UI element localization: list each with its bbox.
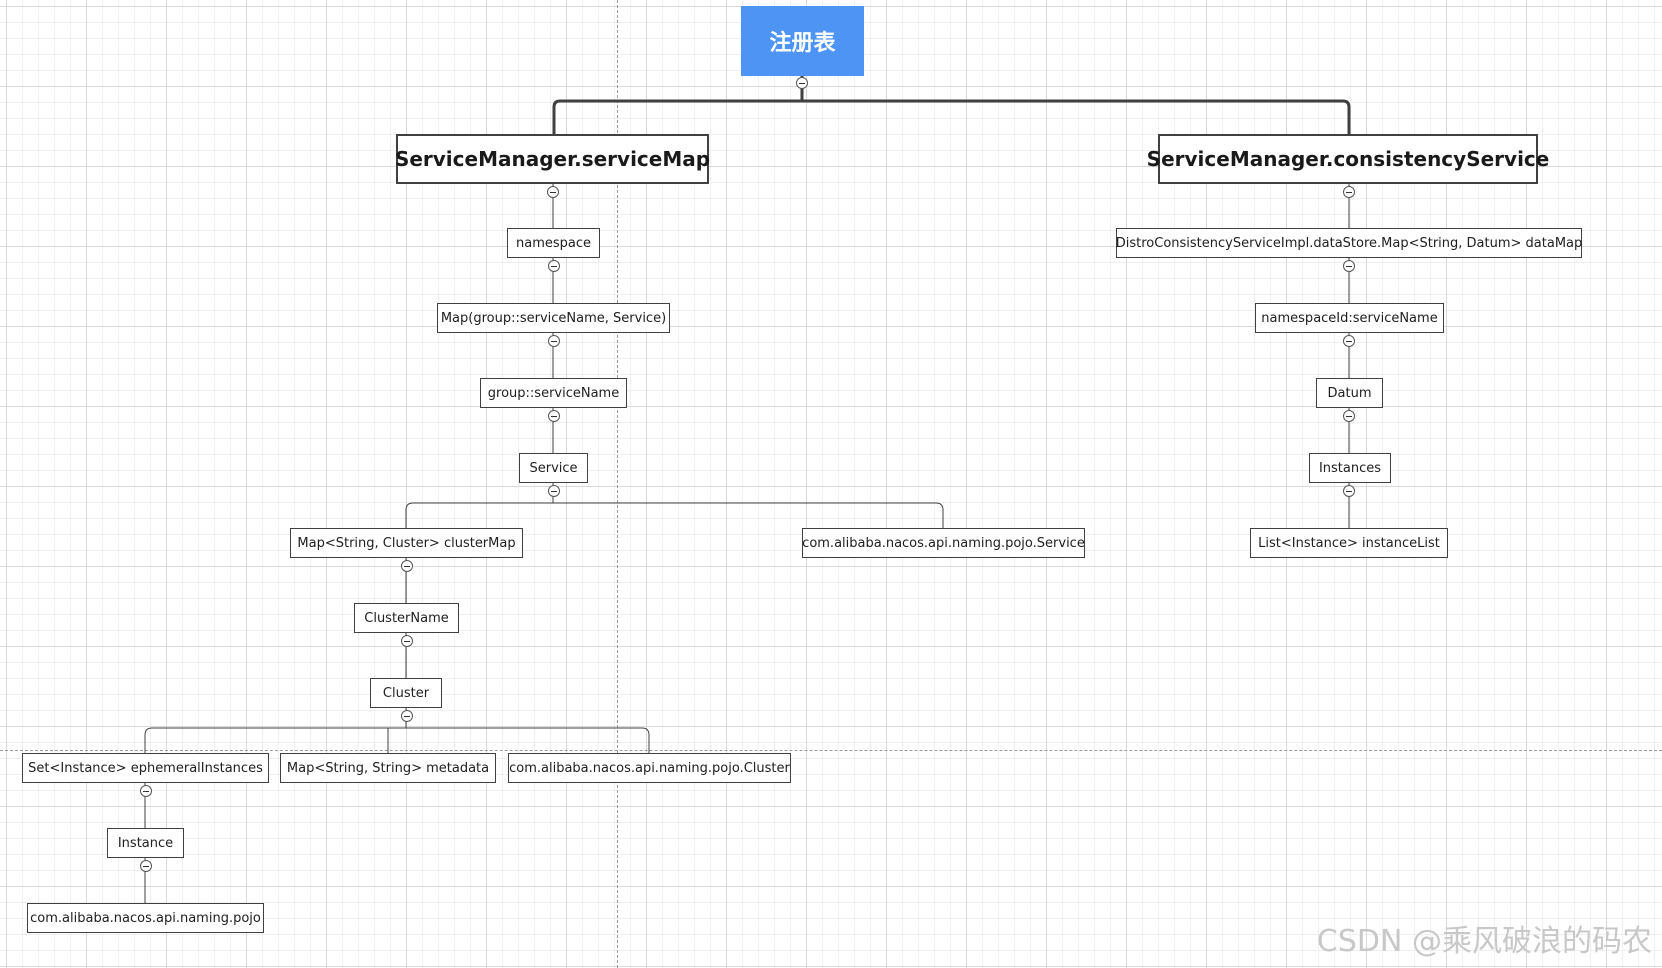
collapse-toggle-map-group[interactable] [548, 335, 560, 347]
watermark: CSDN @乘风破浪的码农 [1316, 924, 1652, 959]
datum-node[interactable]: Datum [1316, 378, 1383, 408]
namespace-node[interactable]: namespace [507, 228, 600, 258]
root-node[interactable]: 注册表 [741, 6, 864, 76]
page-break-horizontal [0, 750, 1662, 751]
ephemeral-instances-node[interactable]: Set<Instance> ephemeralInstances [22, 753, 269, 783]
pojo-node[interactable]: com.alibaba.nacos.api.naming.pojo [27, 903, 264, 933]
consistency-service-node[interactable]: ServiceManager.consistencyService [1147, 134, 1549, 184]
instance-node[interactable]: Instance [107, 828, 184, 858]
link-cluster-children [144, 708, 650, 753]
collapse-toggle-group-service-name[interactable] [548, 410, 560, 422]
collapse-toggle-cluster[interactable] [401, 710, 413, 722]
collapse-toggle-instance[interactable] [140, 860, 152, 872]
collapse-toggle-root[interactable] [796, 77, 808, 89]
collapse-toggle-instances[interactable] [1343, 485, 1355, 497]
group-service-name-node[interactable]: group::serviceName [480, 378, 627, 408]
collapse-toggle-datum[interactable] [1343, 410, 1355, 422]
cluster-map-node[interactable]: Map<String, Cluster> clusterMap [290, 528, 523, 558]
namespace-service-name-node[interactable]: namespaceId:serviceName [1255, 303, 1444, 333]
map-group-node[interactable]: Map(group::serviceName, Service) [437, 303, 670, 333]
root-link [552, 76, 1351, 134]
metadata-node[interactable]: Map<String, String> metadata [280, 753, 496, 783]
link-service-children [405, 483, 944, 528]
instance-list-node[interactable]: List<Instance> instanceList [1250, 528, 1448, 558]
collapse-toggle-cluster-name[interactable] [401, 635, 413, 647]
pojo-cluster-node[interactable]: com.alibaba.nacos.api.naming.pojo.Cluste… [508, 753, 791, 783]
collapse-toggle-ephemeral-instances[interactable] [140, 785, 152, 797]
cluster-node[interactable]: Cluster [370, 678, 442, 708]
collapse-toggle-namespace[interactable] [548, 260, 560, 272]
collapse-toggle-consistency-service[interactable] [1343, 186, 1355, 198]
pojo-service-node[interactable]: com.alibaba.nacos.api.naming.pojo.Servic… [802, 528, 1085, 558]
collapse-toggle-service[interactable] [548, 485, 560, 497]
instances-node[interactable]: Instances [1309, 453, 1391, 483]
collapse-toggle-namespace-service-name[interactable] [1343, 335, 1355, 347]
service-map-node[interactable]: ServiceManager.serviceMap [395, 134, 710, 184]
collapse-toggle-data-map[interactable] [1343, 260, 1355, 272]
data-map-node[interactable]: DistroConsistencyServiceImpl.dataStore.M… [1116, 228, 1582, 258]
service-node[interactable]: Service [519, 453, 588, 483]
cluster-name-node[interactable]: ClusterName [354, 603, 459, 633]
page-break-vertical [617, 0, 618, 968]
collapse-toggle-cluster-map[interactable] [401, 560, 413, 572]
collapse-toggle-service-map[interactable] [547, 186, 559, 198]
